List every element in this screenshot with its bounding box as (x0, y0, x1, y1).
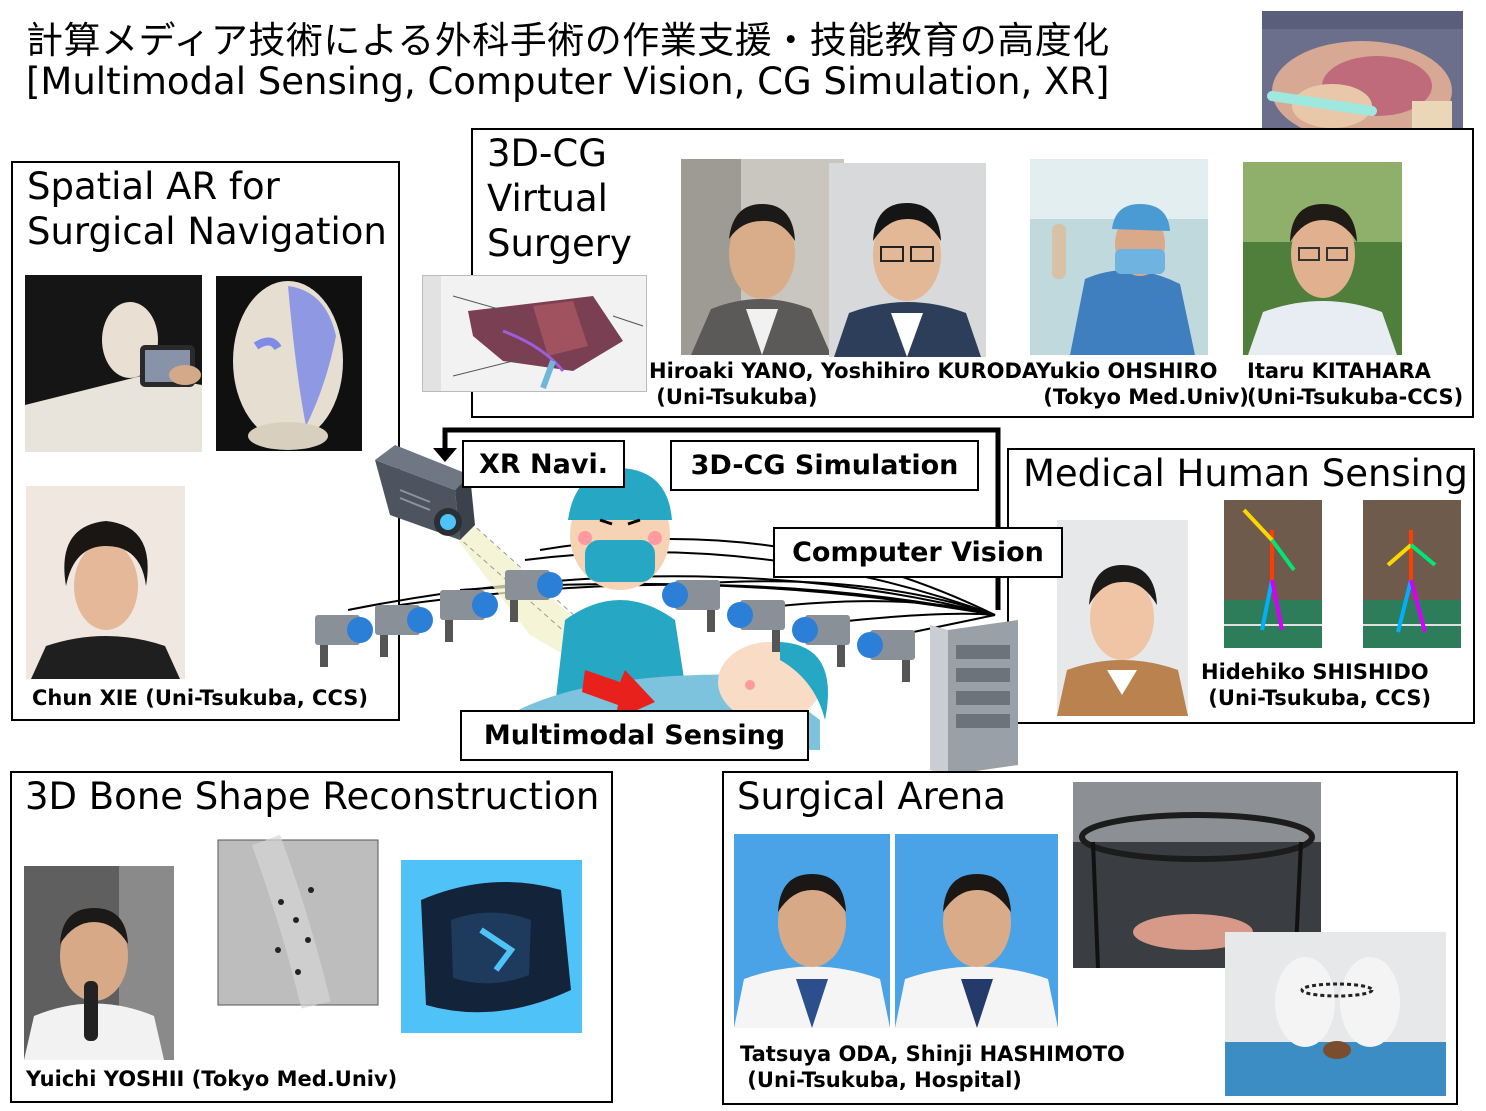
virtual-surgery-title: 3D-CG Virtual Surgery (487, 132, 632, 265)
projector-icon (375, 445, 475, 540)
bone-3d-reconstruction-image (401, 860, 582, 1033)
portrait-yuichi-yoshii (24, 866, 174, 1060)
portrait-hidehiko-shishido (1057, 520, 1188, 716)
xr-navi-label: XR Navi. (462, 440, 625, 488)
medical-sensing-title: Medical Human Sensing (1023, 452, 1468, 495)
pose-estimation-photo-2 (1363, 500, 1461, 648)
computer-vision-label: Computer Vision (773, 527, 1063, 578)
portrait-yukio-ohshiro (1030, 159, 1208, 355)
caption-kitahara: Itaru KITAHARA (Uni-Tsukuba-CCS) (1247, 359, 1464, 409)
portrait-shinji-hashimoto (895, 834, 1058, 1028)
camera-rig-photo (1073, 782, 1321, 968)
portrait-tatsuya-oda (734, 834, 890, 1028)
pose-estimation-photo-1 (1224, 500, 1322, 648)
caption-ohshiro: Yukio OHSHIRO (Tokyo Med.Univ) (1036, 359, 1249, 409)
surgery-photo (1262, 11, 1463, 152)
red-arrow-icon (582, 670, 655, 720)
cg-simulation-label: 3D-CG Simulation (670, 440, 979, 491)
portrait-itaru-kitahara (1243, 162, 1402, 355)
page-title-japanese: 計算メディア技術による外科手術の作業支援・技能教育の高度化 (26, 19, 1110, 62)
caption-shishido: Hidehiko SHISHIDO (Uni-Tsukuba, CCS) (1201, 660, 1432, 710)
camera-icons (315, 570, 915, 682)
portrait-yoshihiro-kuroda (829, 163, 986, 357)
server-icon (930, 620, 1018, 775)
surgical-arena-title: Surgical Arena (737, 775, 1006, 818)
caption-yano-kuroda: Hiroaki YANO, Yoshihiro KURODA (Uni-Tsuk… (649, 359, 1039, 409)
bone-reconstruction-title: 3D Bone Shape Reconstruction (25, 775, 600, 818)
multimodal-sensing-label: Multimodal Sensing (460, 710, 809, 761)
cg-liver-screenshot (422, 275, 647, 392)
caption-oda-hashimoto: Tatsuya ODA, Shinji HASHIMOTO (Uni-Tsuku… (740, 1042, 1125, 1092)
virtual-surgery-render (1225, 932, 1446, 1096)
ar-projection-head-photo (216, 276, 362, 451)
page-title-english: [Multimodal Sensing, Computer Vision, CG… (26, 60, 1110, 103)
caption-yoshii: Yuichi YOSHII (Tokyo Med.Univ) (26, 1067, 398, 1091)
xray-grid-image (206, 832, 384, 1019)
portrait-hiroaki-yano (681, 159, 844, 355)
spatial-ar-title: Spatial AR for Surgical Navigation (27, 165, 387, 253)
ar-phone-photo (25, 275, 202, 452)
caption-chun-xie: Chun XIE (Uni-Tsukuba, CCS) (32, 686, 368, 710)
portrait-chun-xie (26, 486, 185, 679)
